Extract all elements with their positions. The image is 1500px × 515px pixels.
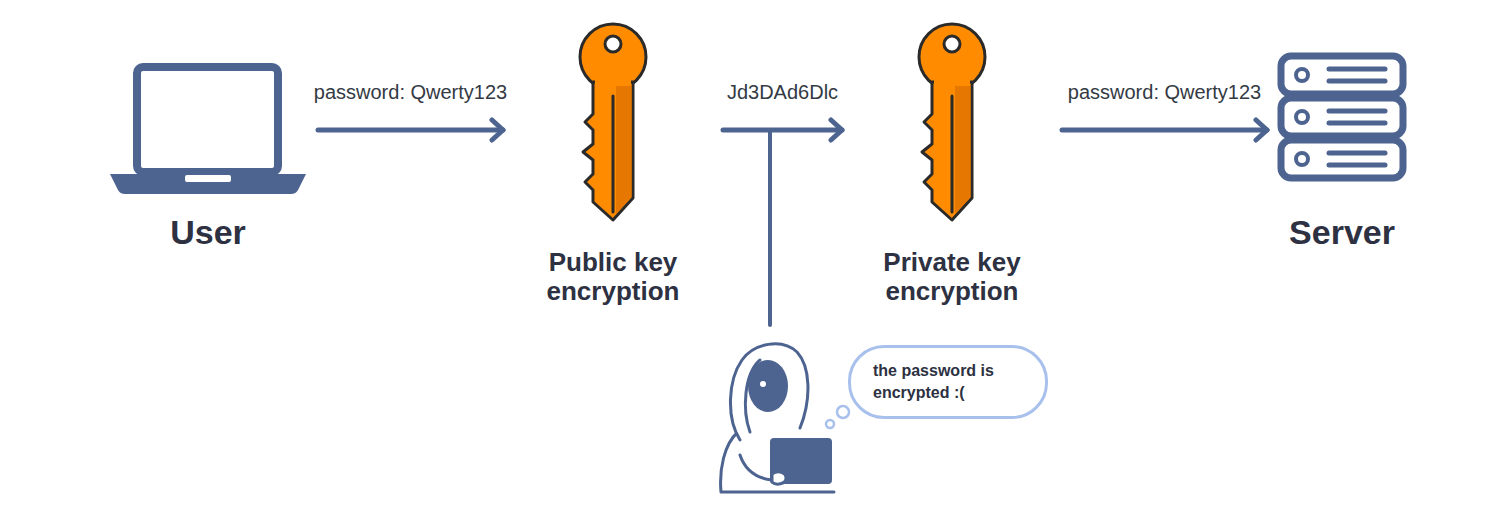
laptop-icon-svg [108, 62, 308, 197]
key-icon-svg [902, 20, 1002, 225]
hacker-figure [721, 344, 834, 492]
key-node: Public key encryption [508, 20, 718, 306]
key-icon [919, 24, 985, 220]
node-label: User [170, 212, 246, 252]
thought-dot [837, 406, 849, 418]
laptop-node: User [103, 62, 313, 252]
edge-label: Jd3DAd6Dlc [723, 79, 842, 105]
server-icon [1281, 56, 1403, 178]
thought-bubble: the password is encrypted :( [848, 345, 1048, 419]
node-label: Private key encryption [852, 248, 1052, 306]
flow-arrow [1062, 128, 1267, 133]
tap-line [768, 132, 772, 325]
node-label: Server [1289, 212, 1395, 252]
key-icon [580, 24, 646, 220]
thought-text: the password is encrypted :( [873, 360, 1023, 404]
flow-arrow [723, 128, 842, 133]
flow-arrow [318, 128, 503, 133]
server-node: Server [1272, 52, 1412, 252]
thought-dot [826, 420, 834, 428]
key-icon-svg [563, 20, 663, 225]
edge-label: password: Qwerty123 [1064, 79, 1265, 105]
edge-label: password: Qwerty123 [310, 79, 511, 105]
key-node: Private key encryption [847, 20, 1057, 306]
server-icon-svg [1277, 52, 1407, 182]
laptop-icon [110, 67, 306, 194]
node-label: Public key encryption [513, 248, 713, 306]
